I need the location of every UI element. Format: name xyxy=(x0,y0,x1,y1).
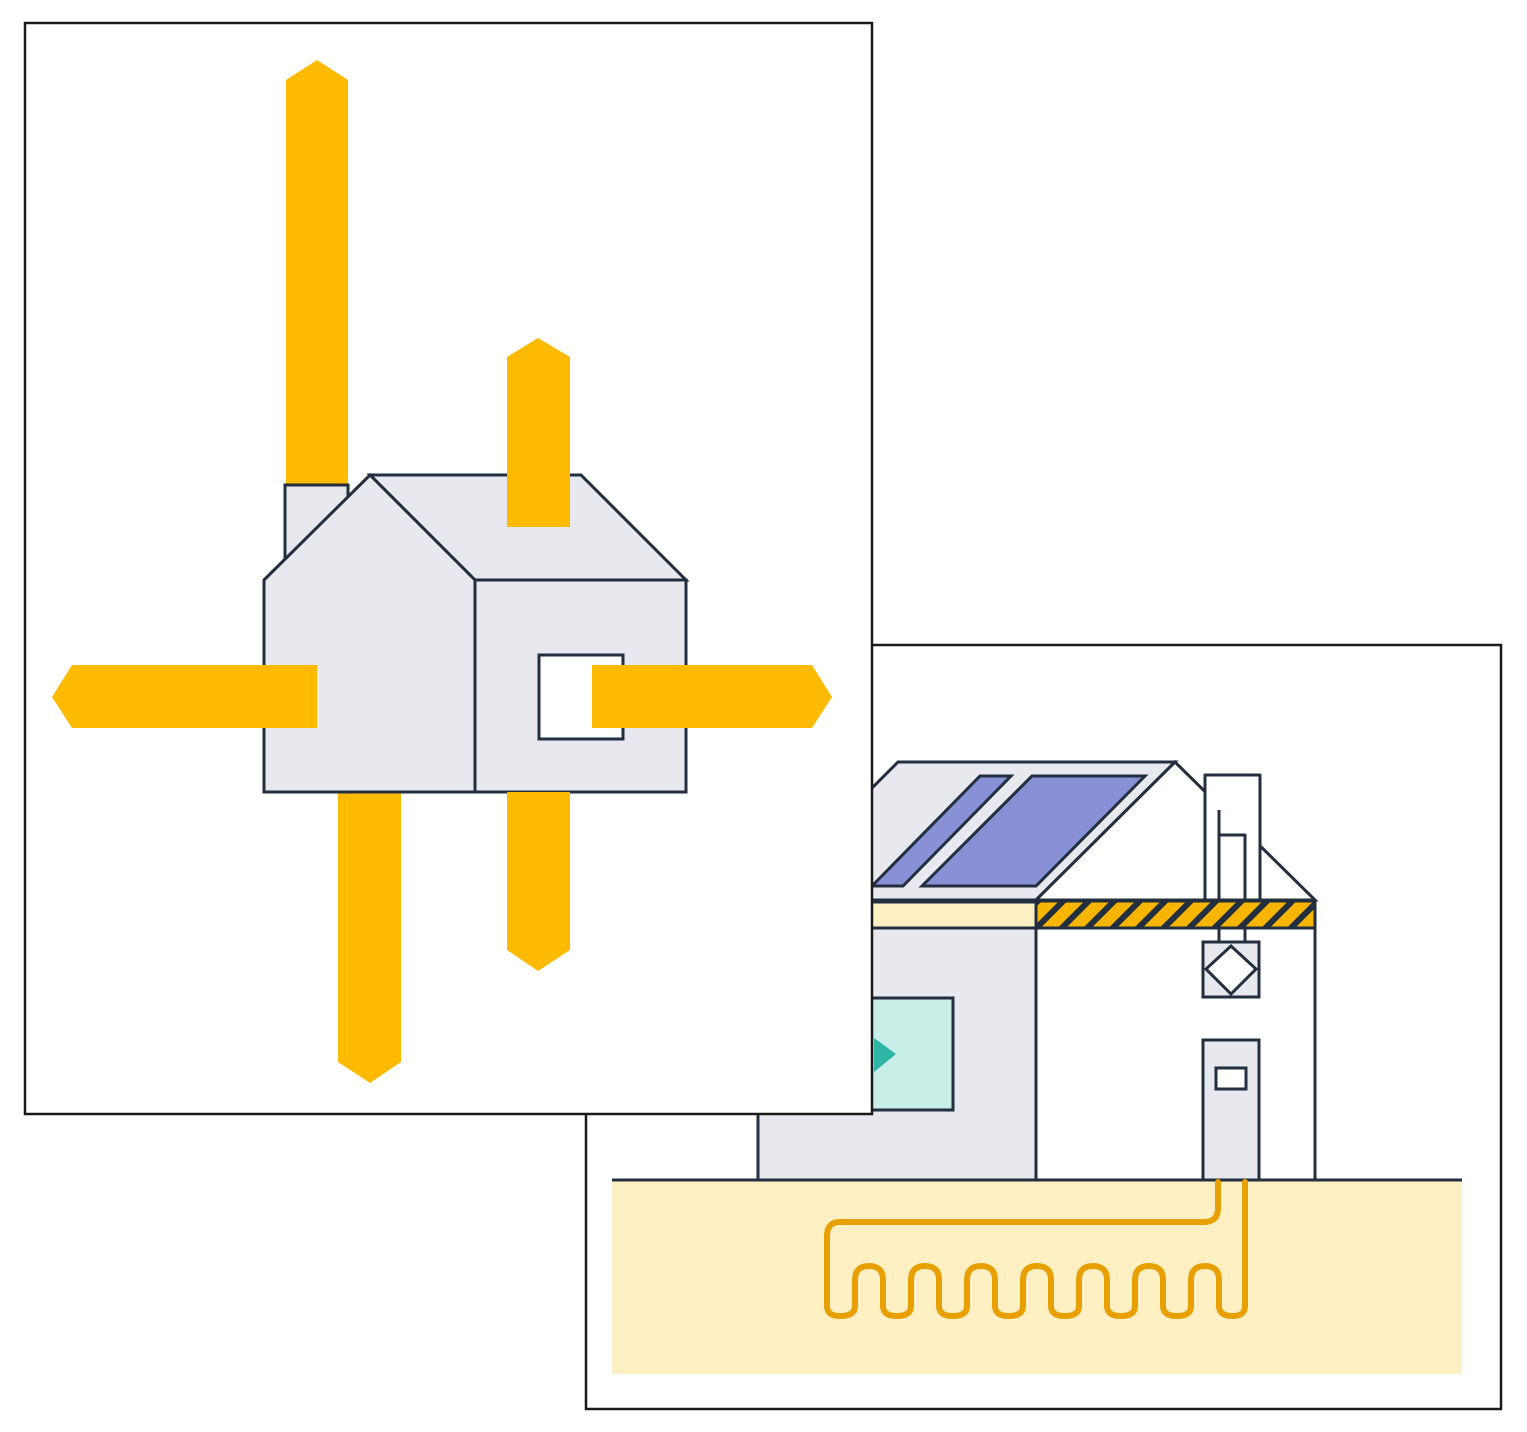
house-right-wall xyxy=(1034,926,1317,1182)
heat-pump-unit xyxy=(1201,1038,1261,1182)
ventilation-diamond-icon xyxy=(1203,943,1259,997)
heat-pump-display xyxy=(1214,1066,1248,1091)
heat-arrow-up-roof xyxy=(507,338,570,527)
heat-arrow-down-floor xyxy=(507,792,570,971)
ground-loop-pipe xyxy=(824,1179,1248,1319)
window-arrow-icon xyxy=(874,1038,896,1072)
insulation-layer xyxy=(1034,899,1317,930)
solar-panel-1 xyxy=(868,774,1015,888)
heat-arrow-down-left xyxy=(338,790,401,1083)
heat-arrow-left-wall xyxy=(52,665,317,728)
window-glass xyxy=(858,996,955,1112)
heat-loss-card xyxy=(23,21,874,1116)
heat-arrow-right-window xyxy=(592,665,832,728)
solar-panel-2 xyxy=(918,774,1149,888)
heat-arrow-up-chimney xyxy=(286,60,348,485)
ground xyxy=(612,1180,1462,1374)
